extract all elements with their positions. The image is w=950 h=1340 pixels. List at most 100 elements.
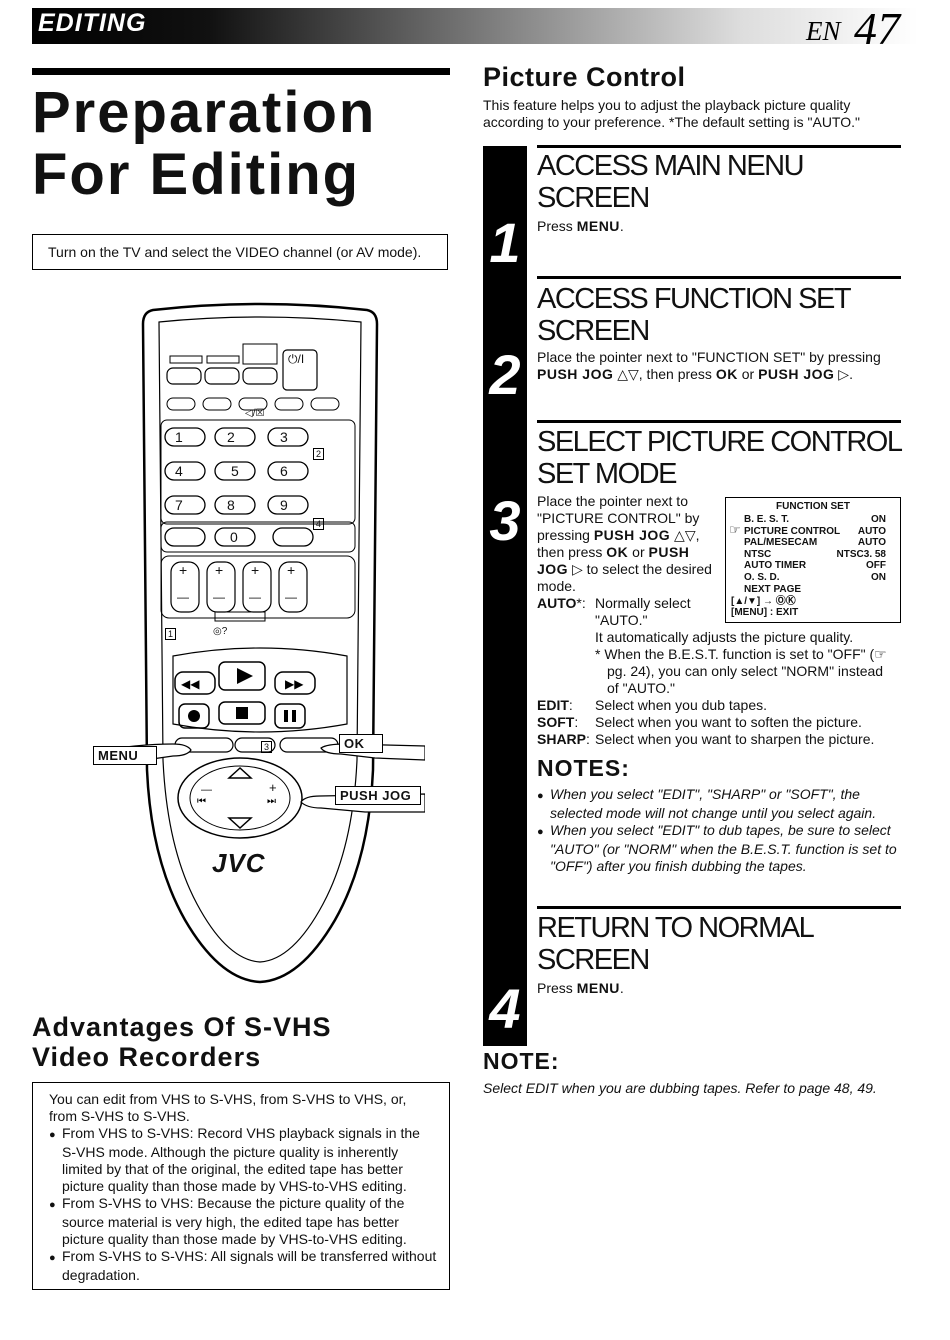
osd-row: O. S. D.ON <box>744 572 886 584</box>
svg-text:⏭: ⏭ <box>267 796 276 807</box>
mode-sharp-term: SHARP: <box>537 731 595 748</box>
step-4-text-post: . <box>619 980 624 996</box>
picture-control-intro: This feature helps you to adjust the pla… <box>483 97 860 130</box>
advantages-heading-line1: Advantages Of S-VHS <box>32 1012 332 1042</box>
osd-row-value: ON <box>871 572 886 583</box>
step-4-title-line2: SCREEN <box>537 944 650 976</box>
push-jog-key-label: PUSH JOG <box>537 366 614 382</box>
step-4-title: RETURN TO NORMAL SCREEN <box>537 912 907 976</box>
step-number-4: 4 <box>489 977 521 1040</box>
help-label: ◎? <box>213 626 228 637</box>
mode-edit: EDIT: Select when you dub tapes. <box>537 697 907 714</box>
intro-box: Turn on the TV and select the VIDEO chan… <box>32 234 448 270</box>
mode-auto-term-text: AUTO <box>537 595 577 611</box>
brand-logo: JVC <box>212 848 266 878</box>
step-2-line1: Place the pointer next to "FUNCTION SET"… <box>537 349 881 365</box>
advantages-heading-line2: Video Recorders <box>32 1042 262 1072</box>
step-2-mid2: or <box>737 366 759 382</box>
step-4-rule <box>537 906 901 909</box>
mode-soft-text: Select when you want to soften the pictu… <box>595 714 862 730</box>
step-2-end: ▷. <box>834 366 853 382</box>
osd-row-label: PICTURE CONTROL <box>744 525 841 537</box>
osd-row: PAL/MESECAM AUTO <box>744 537 886 549</box>
step-4-text: Press MENU. <box>537 980 624 997</box>
step-1-title-line1: ACCESS MAIN NENU <box>537 150 805 182</box>
step-bar <box>483 146 527 1046</box>
plus-2: + <box>215 562 224 578</box>
picture-control-heading: Picture Control <box>483 62 686 92</box>
advantages-bullet: From VHS to S-VHS: Record VHS playback s… <box>49 1125 437 1195</box>
osd-row-label: AUTO TIMER <box>744 560 807 572</box>
mode-colon: : <box>574 714 579 730</box>
step-2-title: ACCESS FUNCTION SET SCREEN <box>537 283 907 347</box>
plus-3: + <box>251 562 260 578</box>
step-4-text-pre: Press <box>537 980 577 996</box>
mode-colon: : <box>586 731 590 747</box>
pointer-icon: ☞ <box>729 522 741 537</box>
osd-row: NEXT PAGE <box>744 584 886 596</box>
osd-row-label: PAL/MESECAM <box>744 537 818 549</box>
osd-nav-hint: [▲/▼] → ⓄⓀ <box>731 595 796 607</box>
note-item: When you select "EDIT" to dub tapes, be … <box>537 822 903 875</box>
osd-row-label: NTSC <box>744 548 772 560</box>
step-2-mid1: △▽, then press <box>613 366 716 382</box>
step-3-title-line2: SET MODE <box>537 458 677 490</box>
step-1-text: Press MENU. <box>537 218 624 235</box>
osd-row-value: ON <box>871 514 886 525</box>
step-2-title-line1: ACCESS FUNCTION SET <box>537 283 852 315</box>
step-3-rule <box>537 420 901 423</box>
advantages-bullet: From S-VHS to VHS: Because the picture q… <box>49 1195 437 1248</box>
mode-auto-line4: * When the B.E.S.T. function is set to "… <box>595 646 887 662</box>
mode-auto: AUTO*: Normally select "AUTO." It automa… <box>537 595 907 697</box>
key-1: 1 <box>175 429 183 445</box>
svg-text:▶▶: ▶▶ <box>285 677 304 691</box>
step-1-text-pre: Press <box>537 218 577 234</box>
advantages-intro: You can edit from VHS to S-VHS, from S-V… <box>49 1091 407 1124</box>
step-3-line3-pre: pressing <box>537 527 594 543</box>
step-2-text: Place the pointer next to "FUNCTION SET"… <box>537 349 903 383</box>
mode-edit-text: Select when you dub tapes. <box>595 697 768 713</box>
group-label-3: 3 <box>261 741 273 753</box>
jog-key-label: JOG <box>537 561 569 577</box>
key-5: 5 <box>231 463 239 479</box>
mode-auto-text: Normally select "AUTO." It automatically… <box>595 595 907 697</box>
osd-row-value: AUTO <box>857 537 886 549</box>
page-title: Preparation For Editing <box>32 82 452 206</box>
function-set-screen: FUNCTION SET ☞ B. E. S. T. ON PICTURE CON… <box>725 497 901 623</box>
menu-key-label: MENU <box>576 980 620 996</box>
mode-auto-line1: Normally select <box>595 595 691 611</box>
push-key-label: PUSH <box>648 544 690 560</box>
page-title-line2: For Editing <box>32 142 361 207</box>
advantages-heading: Advantages Of S-VHS Video Recorders <box>32 1012 332 1072</box>
language-code: EN <box>806 16 841 46</box>
minus-1: — <box>177 590 189 604</box>
step-4-title-line1: RETURN TO NORMAL <box>537 912 815 944</box>
remote-control-illustration: ◀◀ ▶▶ ⏮ ⏭ ⏻/I ◁/☒ 1 2 3 4 5 6 7 8 9 <box>93 300 425 1000</box>
page-title-line1: Preparation <box>32 80 377 145</box>
push-jog-callout: PUSH JOG <box>335 786 421 805</box>
step-2-title-line2: SCREEN <box>537 315 650 347</box>
mode-edit-term: EDIT: <box>537 697 595 714</box>
mode-soft-term: SOFT: <box>537 714 595 731</box>
mode-auto-star: *: <box>576 595 586 611</box>
note-text: Select EDIT when you are dubbing tapes. … <box>483 1080 877 1096</box>
plus-4: + <box>287 562 296 578</box>
key-6: 6 <box>280 463 288 479</box>
mode-sharp-term-text: SHARP <box>537 731 587 747</box>
mode-definitions: AUTO*: Normally select "AUTO." It automa… <box>537 595 907 748</box>
key-3: 3 <box>280 429 288 445</box>
remote-control-drawing: ◀◀ ▶▶ ⏮ ⏭ <box>95 302 425 984</box>
step-3-text: Place the pointer next to "PICTURE CONTR… <box>537 493 722 595</box>
section-label: EDITING <box>38 9 147 37</box>
key-9: 9 <box>280 497 288 513</box>
key-4: 4 <box>175 463 183 479</box>
osd-row-label: B. E. S. T. <box>744 514 790 525</box>
step-1-rule <box>537 145 901 148</box>
push-jog-key-label: PUSH JOG <box>593 527 671 543</box>
function-set-title: FUNCTION SET <box>776 501 850 512</box>
jog-minus: — <box>201 784 212 796</box>
step-3-line5-post: ▷ to select the desired <box>568 561 712 577</box>
